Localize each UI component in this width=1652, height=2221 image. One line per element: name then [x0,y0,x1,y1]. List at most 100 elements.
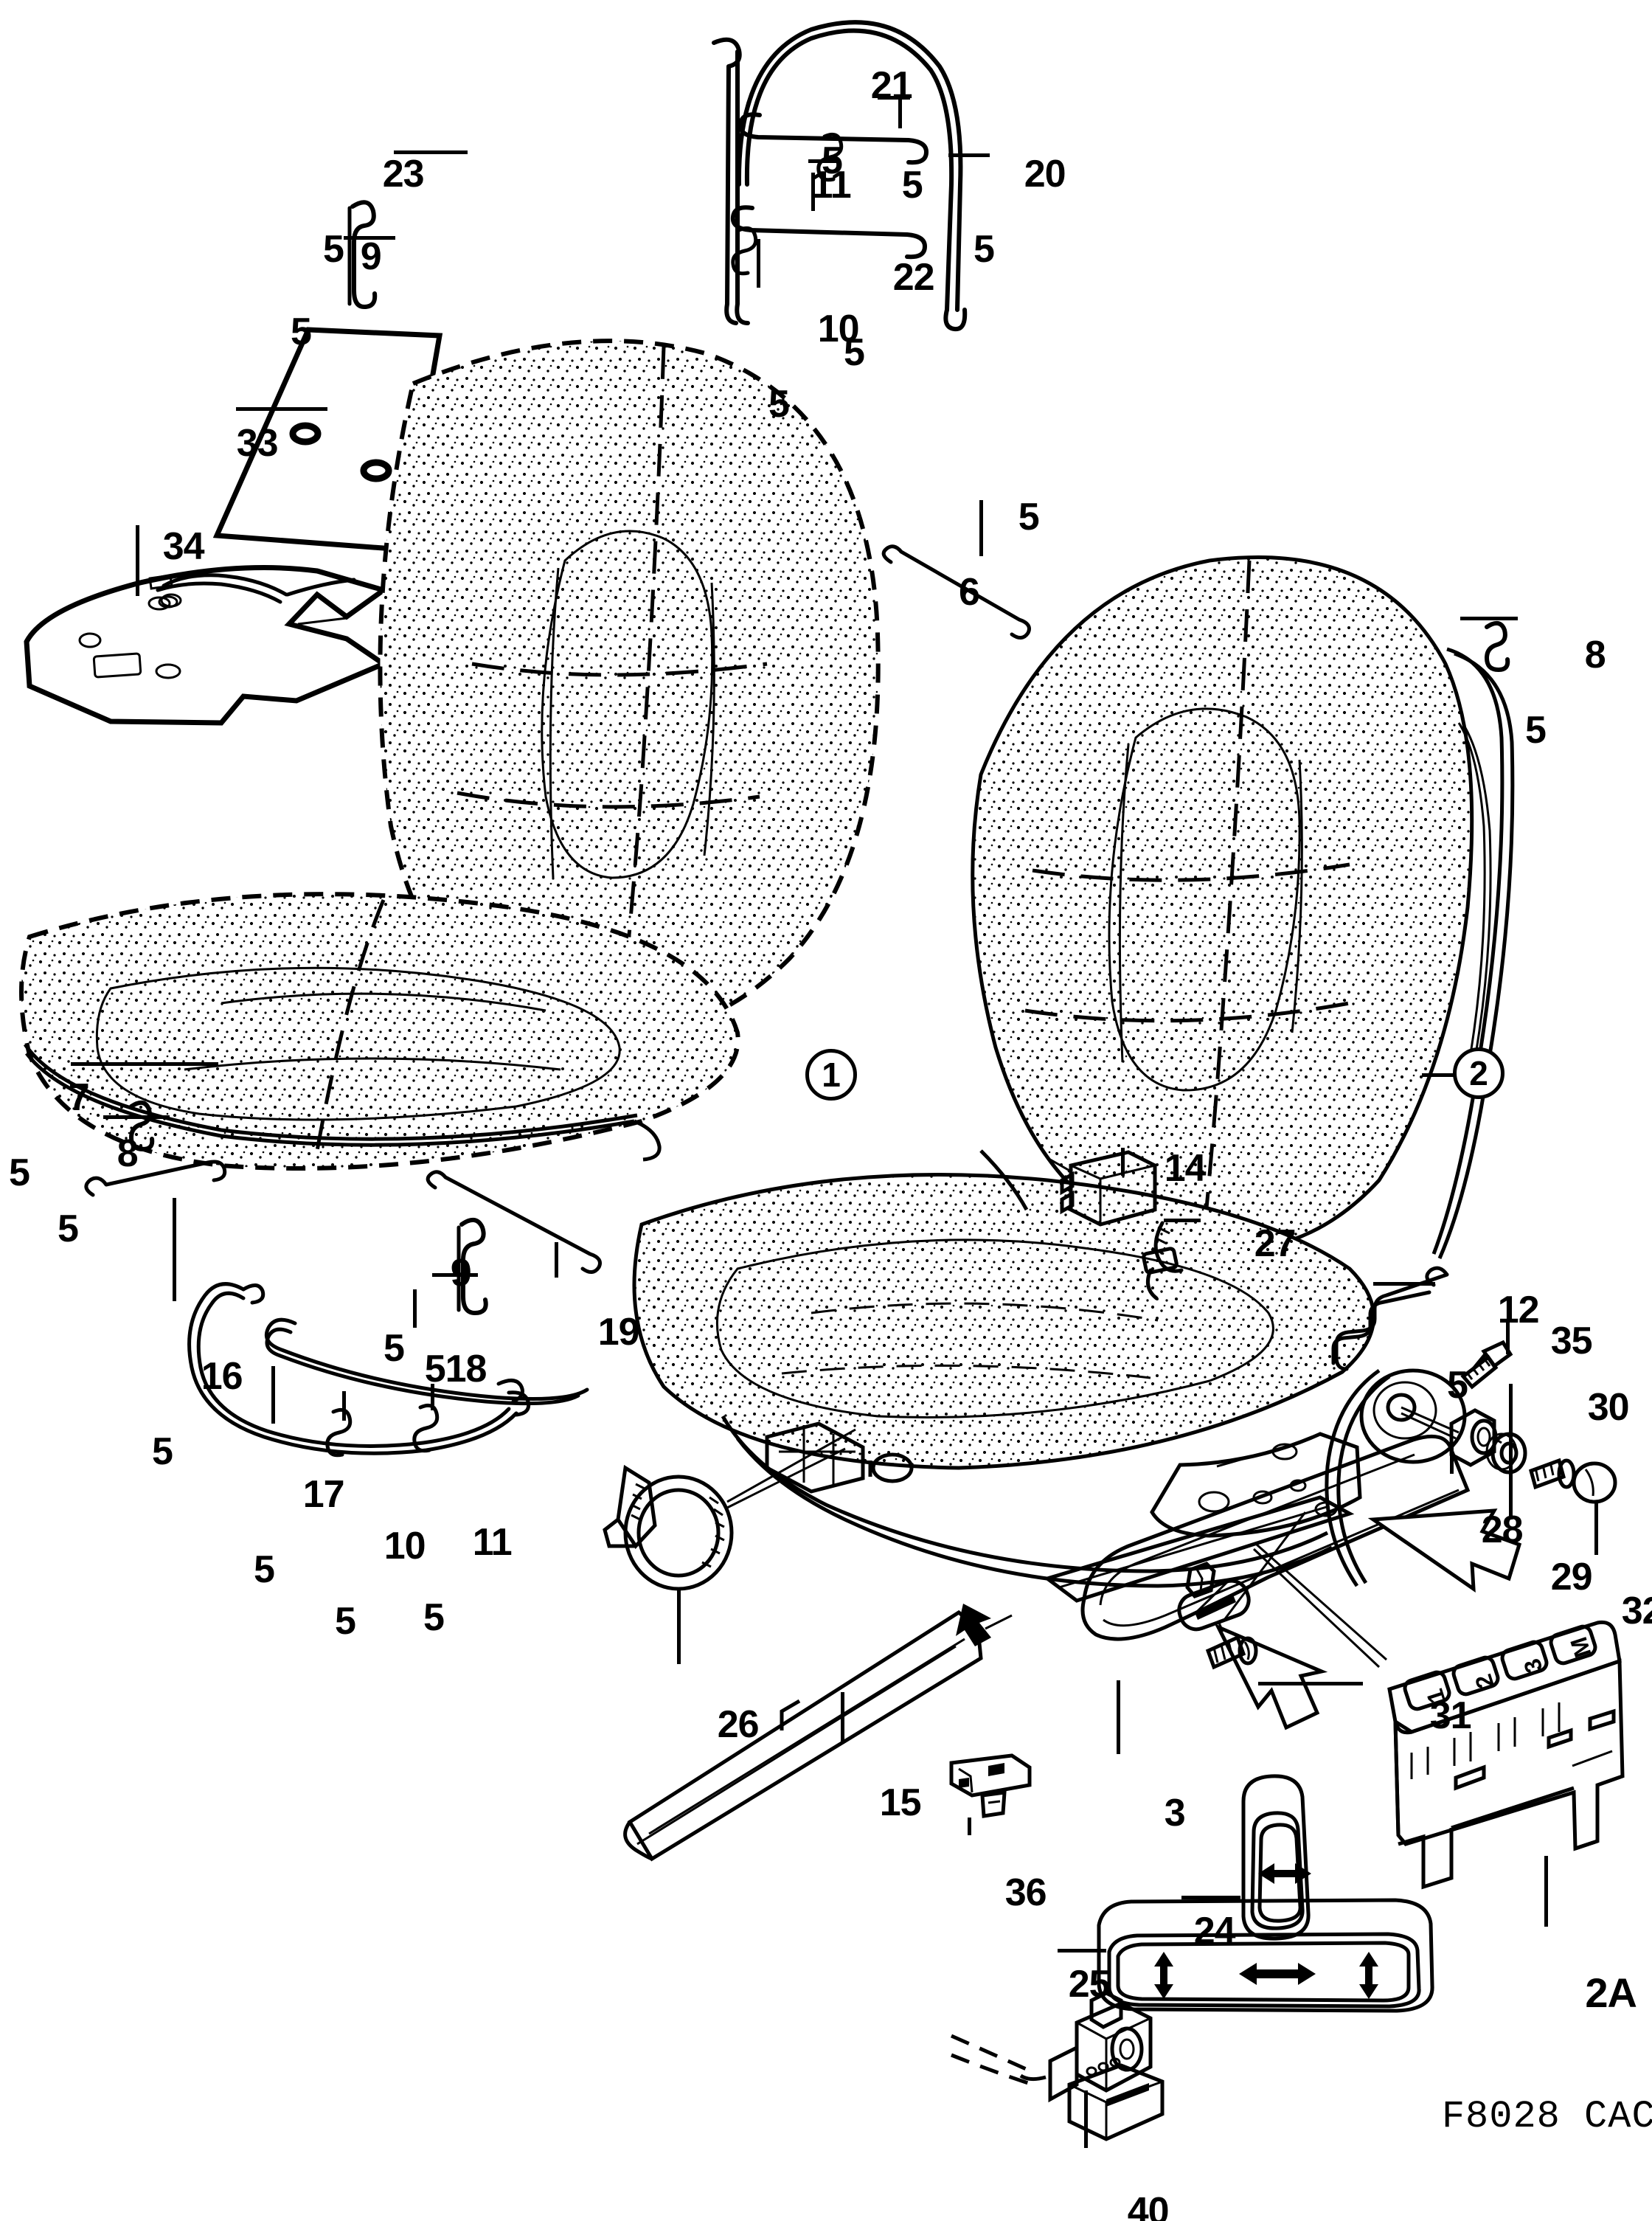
callout-27-number: 27 [1254,1222,1297,1265]
callout-8-right-number: 8 [1584,633,1606,676]
callout-11-bottom-qty: 5 [423,1595,445,1639]
callout-26: 26 [658,1669,760,1781]
callout-9-top-qty: 5 [291,310,312,353]
callout-23-qty: 5 [323,227,344,271]
insertion-arrow-rail [956,1604,1013,1646]
callout-31-number: 31 [1429,1694,1472,1737]
assembly-arrows [1214,1508,1522,1730]
callout-16-number: 16 [201,1354,243,1398]
callout-20-qty: 5 [974,227,995,271]
part-33-heater-pad [212,327,443,552]
callout-9-bottom: 9 5 [384,1217,472,1443]
part-12-wire [1331,1266,1449,1371]
callout-7: 7 5 [9,1042,90,1267]
callout-10-top-number: 10 [817,307,860,350]
callout-17-number: 17 [302,1472,345,1516]
callout-32: 32 [1562,1555,1652,1668]
callout-11-top-qty-wrap: 5 [842,129,923,242]
callout-8-left-qty: 5 [58,1207,79,1250]
callout-25: 25 [1009,1928,1111,2041]
callout-12: 12 5 [1438,1254,1540,1480]
assembly-ref-2-label: 2 [1469,1054,1488,1092]
callout-33: 33 [177,387,279,500]
assembly-ref-1-circle: 1 [805,1049,857,1101]
callout-8-right-qty: 5 [1525,708,1547,752]
callout-35: 35 [1491,1285,1593,1398]
part-34-heater-element [24,565,389,726]
callout-3-number: 3 [1164,1791,1186,1834]
callout-17-qty: 5 [254,1548,275,1591]
callout-10-bottom-qty: 5 [335,1599,356,1643]
callout-17: 17 5 [243,1438,345,1664]
callout-29-number: 29 [1550,1555,1593,1598]
assembly-ref-2-leader [1422,1073,1456,1077]
callout-28: 28 [1422,1474,1524,1587]
callout-22-number: 22 [892,255,935,299]
callout-10-top: 10 5 [758,273,860,499]
callout-3: 3 [1105,1757,1186,1870]
recliner-hardware [1401,1340,1617,1504]
callout-9-bottom-qty: 5 [384,1326,405,1370]
assembly-ref-1-label: 1 [822,1056,841,1094]
callout-11-top: 11 [752,129,852,242]
callout-9-top: 9 5 [291,201,382,426]
seat-cushion-2 [632,1149,1375,1470]
callout-34-number: 34 [162,524,205,568]
callout-23: 23 5 [323,118,425,344]
callout-23-number: 23 [382,152,425,195]
callout-9-bottom-number: 9 [450,1251,472,1295]
callout-19-number: 19 [597,1310,640,1354]
callout-8-left-number: 8 [117,1132,139,1175]
part-14-block [1049,1150,1157,1227]
callout-10-bottom: 10 5 [324,1490,426,1716]
callout-24-number: 24 [1193,1909,1236,1953]
assembly-ref-2a-label: 2A [1585,1969,1637,2016]
callout-21: 21 5 [811,30,913,255]
callout-16: 16 5 [142,1320,243,1546]
callout-10-bottom-number: 10 [384,1524,426,1567]
callout-40-number: 40 [1127,2189,1170,2221]
callout-11-top-qty: 5 [901,163,923,207]
callout-7-qty: 5 [9,1151,30,1194]
callout-5-6-number: 5 [1018,495,1040,538]
callout-21-number: 21 [870,63,913,107]
callout-33-number: 33 [236,421,279,465]
callout-5-6: 5 6 [959,461,1040,687]
part-26-hose-clamp [603,1428,856,1591]
part-2a-memory-switch [1387,1620,1625,1890]
backrest-cushion-1 [378,339,881,1039]
callout-8-left: 8 5 [58,1098,139,1323]
callout-28-number: 28 [1481,1508,1524,1551]
callout-16-qty: 5 [152,1430,173,1473]
callout-11-bottom: 11 5 [413,1486,513,1712]
backrest-cushion-2 [971,555,1515,1260]
part-36-bracket [949,1753,1032,1818]
callout-11-bottom-number: 11 [472,1520,513,1564]
callout-20-number: 20 [1024,152,1066,195]
part-27-cable-tie [1142,1221,1184,1300]
callout-22-qty: 5 [844,330,865,374]
memory-buttons [1403,1624,1597,1711]
callout-29: 29 [1491,1521,1593,1634]
part-40-actuator [950,1991,1165,2141]
callout-5-18: 518 [365,1313,487,1426]
callout-36-number: 36 [1004,1871,1047,1914]
drawing-code: F8028 CAC94 [1347,2061,1652,2174]
callout-15: 15 [820,1747,922,1860]
lower-left-frame-wires [84,1160,602,1458]
callout-34: 34 [103,491,205,603]
part-31-screw [1205,1635,1258,1670]
callout-32-number: 32 [1621,1589,1652,1632]
callout-24: 24 [1134,1875,1236,1988]
callout-26-number: 26 [717,1702,760,1746]
callout-25-number: 25 [1068,1962,1111,2006]
callout-15-number: 15 [879,1781,922,1824]
callout-35-number: 35 [1550,1319,1593,1362]
assembly-ref-2a: 2A [1521,1933,1637,2054]
callout-36: 36 [945,1837,1047,1950]
callout-22: 22 5 [833,221,935,447]
part-24-rocker-switch [1241,1774,1311,1941]
seat-cushion-1 [19,892,740,1171]
